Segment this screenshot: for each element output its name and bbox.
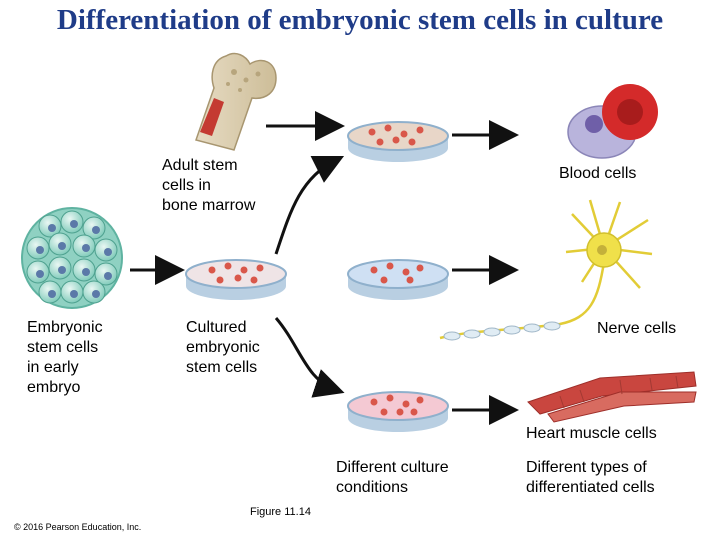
differentiated-line-1: Different types of <box>526 459 647 476</box>
heart-muscle-illustration <box>527 371 697 423</box>
figure-number: Figure 11.14 <box>250 506 311 518</box>
differentiated-line-2: differentiated cells <box>526 479 655 496</box>
cultured-line-1: Cultured <box>186 319 247 336</box>
nerve-cell-illustration <box>439 199 653 341</box>
adult-stem-line-2: cells in <box>162 177 211 194</box>
cultured-line-2: embryonic <box>186 339 260 356</box>
flow-arrows <box>130 111 519 425</box>
heart-muscle-cells-label: Heart muscle cells <box>526 425 657 442</box>
dish-blue-medium <box>347 259 449 300</box>
bone-illustration <box>195 52 277 151</box>
arrow-culture-to-top <box>274 155 345 255</box>
dish-cells <box>208 124 424 416</box>
embryonic-line-1: Embryonic <box>27 319 103 336</box>
embryonic-stem-cells-label: Embryonic stem cells in early embryo <box>27 318 103 398</box>
cultured-embryonic-label: Cultured embryonic stem cells <box>186 318 260 378</box>
culture-conditions-label: Different culture conditions <box>336 458 449 498</box>
diagram-title: Differentiation of embryonic stem cells … <box>56 4 664 36</box>
adult-stem-cells-label: Adult stem cells in bone marrow <box>162 156 255 216</box>
embryo-cluster <box>21 207 123 309</box>
nerve-cells-label: Nerve cells <box>597 320 677 337</box>
differentiated-cells-label: Different types of differentiated cells <box>526 458 655 498</box>
adult-stem-line-3: bone marrow <box>162 197 256 214</box>
copyright-notice: © 2016 Pearson Education, Inc. <box>14 522 142 532</box>
culture-conditions-line-2: conditions <box>336 479 409 496</box>
cultured-line-3: stem cells <box>186 359 258 376</box>
embryonic-line-2: stem cells <box>27 339 99 356</box>
blood-cells-label: Blood cells <box>559 165 637 182</box>
blood-cells-illustration <box>567 84 658 159</box>
embryonic-line-3: in early <box>27 359 79 376</box>
adult-stem-line-1: Adult stem <box>162 157 238 174</box>
embryonic-line-4: embryo <box>27 379 81 396</box>
culture-conditions-line-1: Different culture <box>336 459 449 476</box>
arrow-culture-to-bottom <box>274 317 345 398</box>
